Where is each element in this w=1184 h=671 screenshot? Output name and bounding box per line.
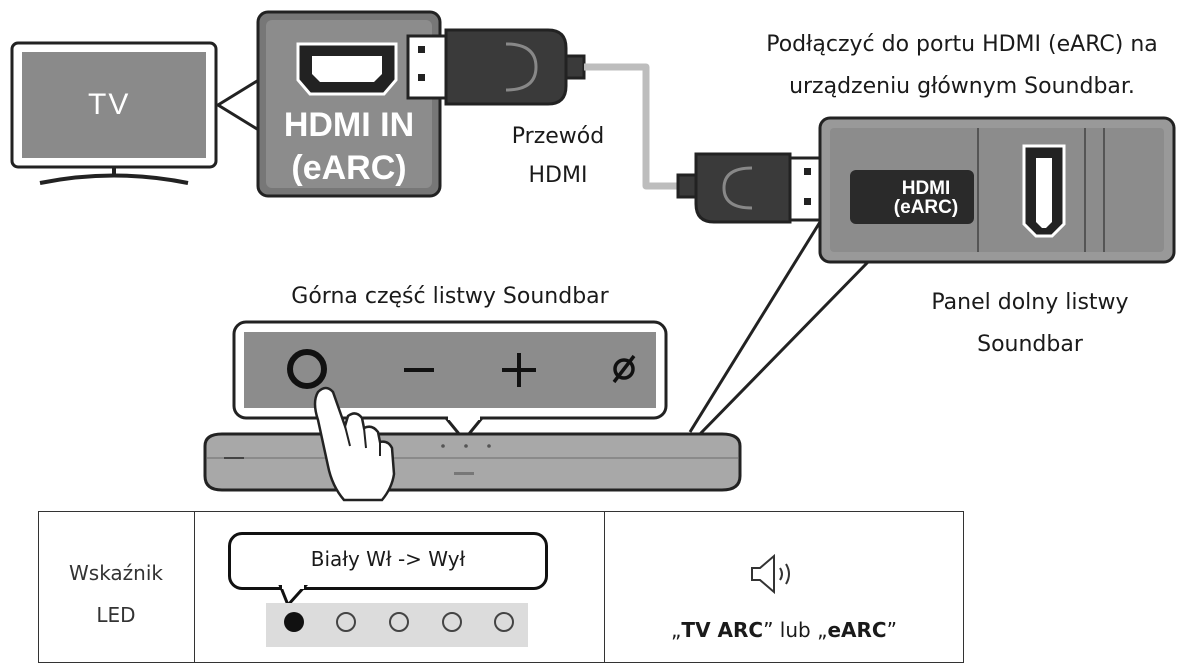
power-icon[interactable] xyxy=(287,349,327,389)
mic-off-icon[interactable] xyxy=(612,354,636,384)
port-label-line2: (eARC) xyxy=(893,197,959,218)
led-bubble-tail xyxy=(278,585,308,607)
led-header-line1: Wskaźnik xyxy=(69,561,163,585)
mode-quote-open: „ xyxy=(671,618,682,642)
led-status-bubble xyxy=(228,532,548,590)
led-table xyxy=(38,511,964,663)
top-panel-label: Górna część listwy Soundbar xyxy=(291,284,609,309)
hdmi-cable xyxy=(584,63,688,190)
instruction-text: Podłączyć do portu HDMI (eARC) na urządz… xyxy=(740,24,1184,108)
hand-pointer-icon xyxy=(313,386,396,502)
bottom-callout-line xyxy=(698,260,870,436)
hdmi-plug-icon xyxy=(406,28,586,106)
cable-label-line1: Przewód xyxy=(511,124,605,149)
led-header-line2: LED xyxy=(96,603,136,627)
led-indicator-2 xyxy=(336,612,356,632)
led-table-divider xyxy=(604,512,605,662)
led-indicator-1 xyxy=(284,612,304,632)
mode-text: „TV ARC” lub „eARC” xyxy=(604,618,964,642)
hdmi-port-icon xyxy=(1022,144,1066,238)
led-status-text: Biały Wł -> Wył xyxy=(310,547,466,571)
bottom-callout-line xyxy=(688,221,822,433)
volume-up-icon[interactable] xyxy=(502,353,536,387)
bottom-panel-label-line2: Soundbar xyxy=(977,331,1083,357)
bottom-panel-label-line1: Panel dolny listwy xyxy=(931,290,1129,315)
top-panel-box xyxy=(232,320,668,420)
hdmi-in-line2: (eARC) xyxy=(291,148,407,187)
led-table-header: Wskaźnik LED xyxy=(38,552,194,636)
led-indicator-3 xyxy=(389,612,409,632)
hdmi-port-icon xyxy=(296,42,398,96)
led-table-divider xyxy=(194,512,195,662)
hdmi-in-line1: HDMI IN xyxy=(283,106,415,144)
cable-label-line2: HDMI xyxy=(528,162,588,188)
mode-connector: ” lub „ xyxy=(763,618,828,642)
hdmi-in-label: HDMI IN (eARC) xyxy=(266,104,432,189)
tv-icon xyxy=(10,41,218,185)
bottom-panel-label: Panel dolny listwy Soundbar xyxy=(900,282,1160,366)
port-label: HDMI (eARC) xyxy=(878,179,974,217)
mode-quote-close: ” xyxy=(886,618,897,642)
cable-label: Przewód HDMI xyxy=(488,118,628,195)
bottom-panel-box xyxy=(818,116,1176,264)
port-label-line1: HDMI xyxy=(901,178,951,199)
instruction-line1: Podłączyć do portu HDMI (eARC) na xyxy=(766,32,1158,57)
mode-tv-arc: TV ARC xyxy=(681,618,764,642)
speaker-sound-icon xyxy=(751,553,790,595)
tv-label: TV xyxy=(88,88,131,121)
led-indicator-4 xyxy=(442,612,462,632)
mode-earc: eARC xyxy=(827,618,887,642)
led-indicator-5 xyxy=(494,612,514,632)
instruction-line2: urządzeniu głównym Soundbar. xyxy=(789,73,1135,99)
hdmi-plug-icon xyxy=(676,152,828,224)
soundbar-icon xyxy=(203,432,742,492)
tv-callout-wedge xyxy=(215,75,264,135)
